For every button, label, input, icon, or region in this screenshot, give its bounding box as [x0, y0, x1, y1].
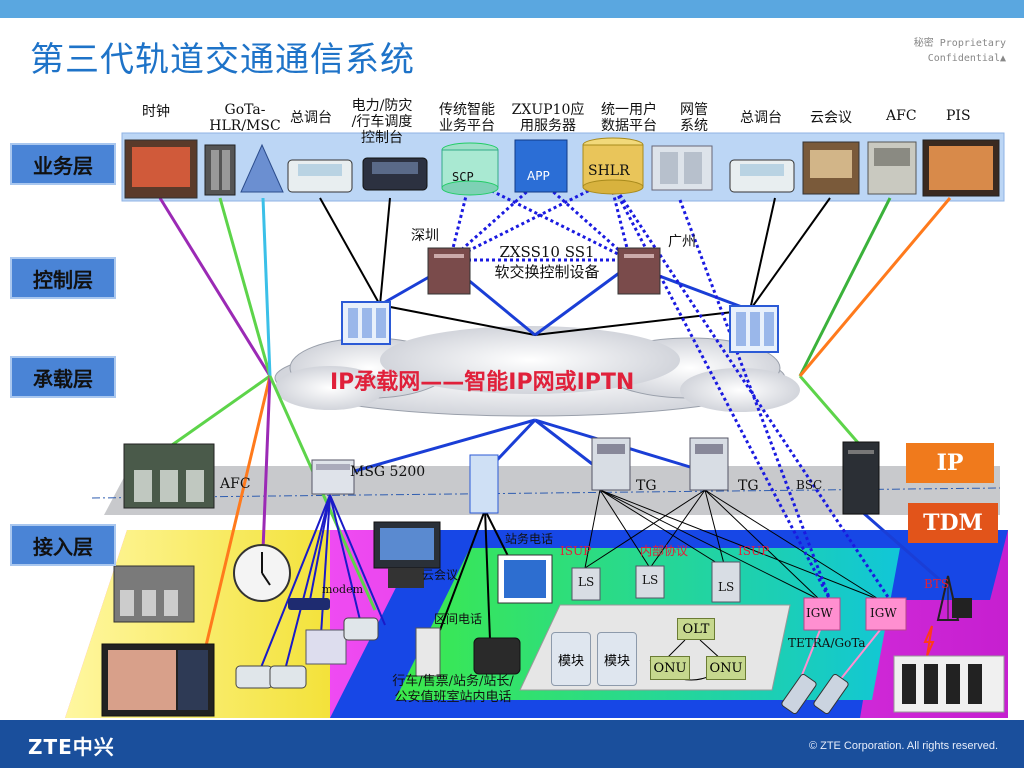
- label-smart-line1: 传统智能: [439, 102, 495, 118]
- label-isup-2: ISUP: [738, 544, 770, 558]
- label-scp: SCP: [452, 170, 474, 184]
- label-ls-2: LS: [642, 573, 659, 587]
- label-station-phones: 行车/售票/站务/站长/ 公安值班室站内电话: [372, 674, 534, 706]
- label-softswitch-line1: ZXSS10 SS1: [499, 243, 595, 261]
- label-app: APP: [527, 169, 550, 183]
- label-onu-2: ONU: [706, 656, 746, 680]
- top-accent-bar: [0, 0, 1024, 18]
- label-nms: 网管 系统: [672, 102, 716, 134]
- label-conference-access: 云会议: [422, 568, 459, 582]
- label-business-phone: 站务电话: [505, 532, 554, 546]
- page-title: 第三代轨道交通通信系统: [30, 40, 415, 80]
- label-olt: OLT: [677, 618, 715, 640]
- confidentiality-mark: 秘密 Proprietary Confidential▲: [914, 36, 1006, 66]
- label-zxup-line2: 用服务器: [520, 118, 576, 134]
- label-station-line1: 行车/售票/站务/站长/: [392, 674, 514, 689]
- label-section-phone: 区间电话: [434, 612, 483, 626]
- copyright: © ZTE Corporation. All rights reserved.: [808, 740, 998, 752]
- softswitch-servers: [341, 247, 779, 353]
- label-zxup-line1: ZXUP10应: [511, 102, 585, 118]
- label-power-line3: 控制台: [361, 130, 403, 146]
- label-gota-hlr: GoTa- HLR/MSC: [203, 102, 287, 134]
- label-igw-2: IGW: [870, 606, 897, 620]
- label-softswitch-line2: 软交换控制设备: [494, 263, 600, 281]
- access-equipment: [101, 437, 1005, 717]
- label-gota-hlr-line2: HLR/MSC: [209, 118, 281, 134]
- label-msg5200: MSG 5200: [350, 464, 426, 480]
- label-smart-line2: 业务平台: [439, 118, 495, 134]
- layer-service: 业务层: [10, 143, 116, 185]
- service-equipment: [124, 137, 1000, 199]
- label-guangzhou: 广州: [668, 234, 696, 250]
- label-console-1: 总调台: [290, 110, 332, 126]
- label-bsc: BSC: [796, 478, 823, 492]
- label-ls-3: LS: [718, 580, 735, 594]
- layer-access: 接入层: [10, 524, 116, 566]
- label-nms-line1: 网管: [680, 102, 708, 118]
- badge-ip: IP: [906, 443, 994, 483]
- layer-bearer: 承载层: [10, 356, 116, 398]
- label-shenzhen: 深圳: [411, 228, 439, 244]
- confidential-label: Confidential▲: [927, 53, 1006, 64]
- label-softswitch: ZXSS10 SS1 软交换控制设备: [472, 242, 622, 282]
- label-afc-service: AFC: [886, 108, 917, 124]
- label-power-console: 电力/防灾 /行车调度 控制台: [343, 98, 421, 146]
- label-ip-network: IP承载网——智能IP网或IPTN: [330, 370, 635, 395]
- label-station-line2: 公安值班室站内电话: [394, 690, 512, 705]
- label-shlr: SHLR: [588, 163, 630, 179]
- label-nms-line2: 系统: [680, 118, 708, 134]
- label-modem: modem: [322, 583, 364, 596]
- label-tg-2: TG: [738, 478, 759, 494]
- network-diagram: [65, 132, 1008, 718]
- label-module-2: 模块: [597, 632, 637, 686]
- label-tetra-gota: TETRA/GoTa: [788, 636, 866, 650]
- label-conference: 云会议: [810, 110, 852, 126]
- zte-logo: ZTE中兴: [28, 735, 115, 759]
- label-pis: PIS: [946, 108, 971, 124]
- label-zxup10: ZXUP10应 用服务器: [505, 102, 591, 134]
- label-tg-1: TG: [636, 478, 657, 494]
- label-power-line2: /行车调度: [351, 114, 413, 130]
- badge-tdm: TDM: [908, 503, 998, 543]
- label-internal-protocol: 内部协议: [640, 544, 689, 558]
- secret-label: 秘密 Proprietary: [913, 38, 1006, 49]
- label-bts: BTS: [924, 577, 950, 591]
- label-unified-line1: 统一用户: [601, 102, 657, 118]
- label-smart-platform: 传统智能 业务平台: [430, 102, 504, 134]
- footer-bar: [0, 720, 1024, 768]
- label-console-2: 总调台: [740, 110, 782, 126]
- label-unified-line2: 数据平台: [601, 118, 657, 134]
- label-power-line1: 电力/防灾: [351, 98, 413, 114]
- label-ls-1: LS: [578, 575, 595, 589]
- label-afc-access: AFC: [220, 476, 251, 492]
- label-gota-hlr-line1: GoTa-: [224, 102, 266, 118]
- label-clock: 时钟: [142, 104, 170, 120]
- label-module-1: 模块: [551, 632, 591, 686]
- label-igw-1: IGW: [806, 606, 833, 620]
- label-unified-data: 统一用户 数据平台: [593, 102, 665, 134]
- layer-control: 控制层: [10, 257, 116, 299]
- ip-cloud: [274, 326, 800, 417]
- label-onu-1: ONU: [650, 656, 690, 680]
- label-isup-1: ISUP: [560, 544, 592, 558]
